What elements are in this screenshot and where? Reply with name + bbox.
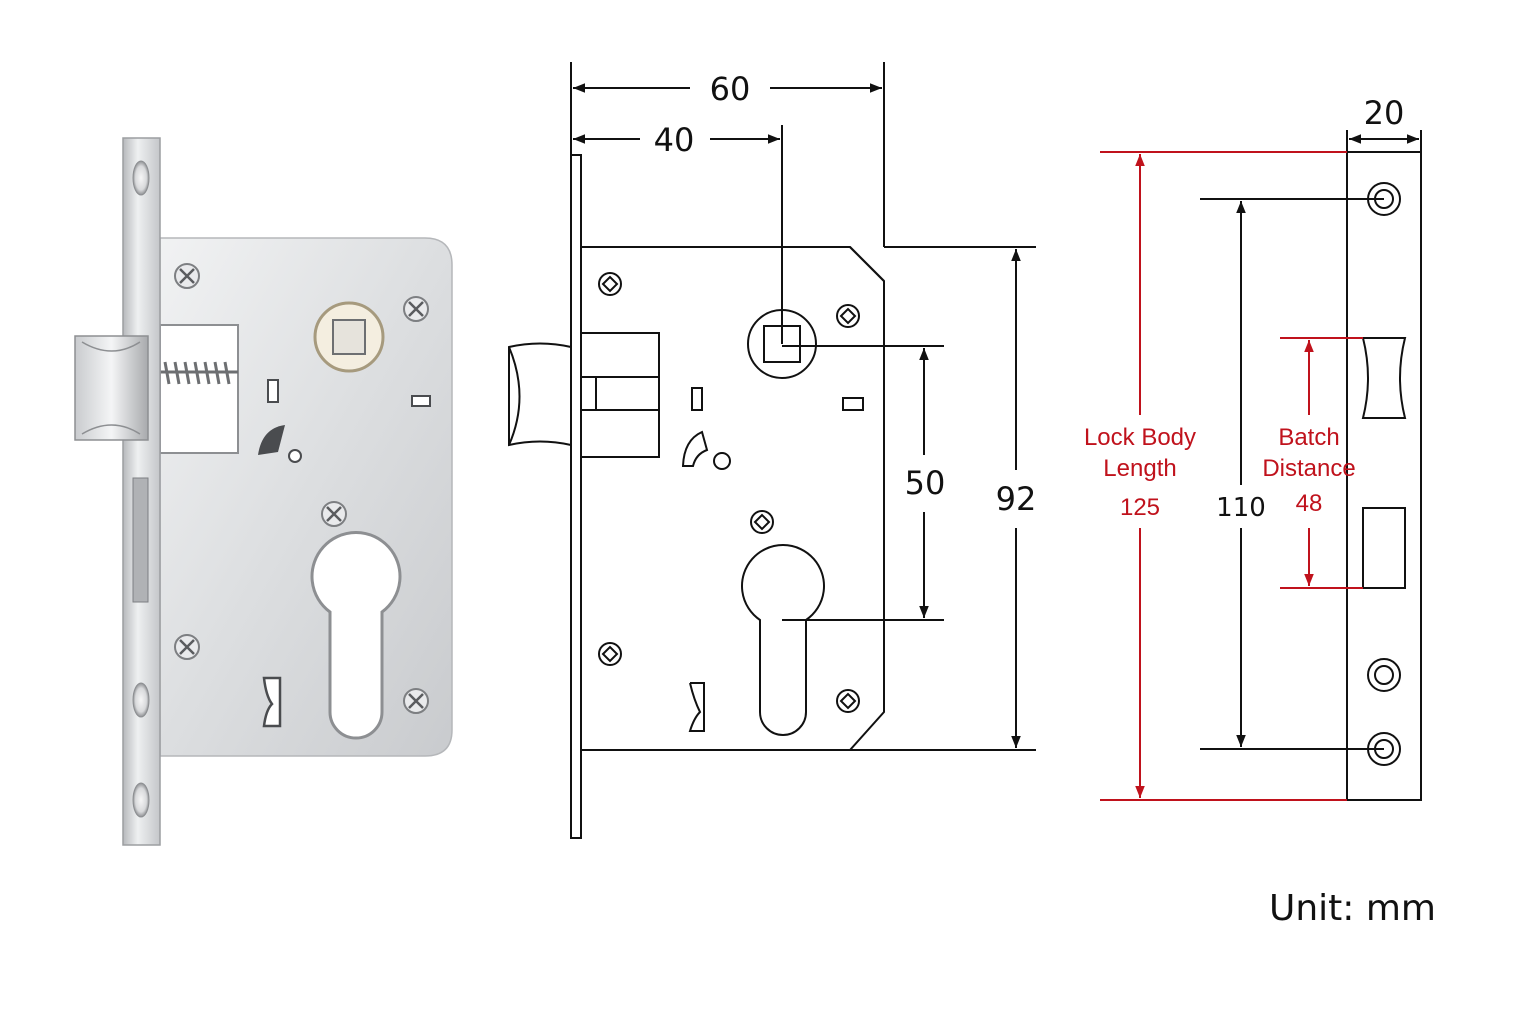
lock-body-length-label-line1: Lock Body [1084, 424, 1196, 451]
screw-hole-icon [836, 304, 860, 328]
unit-label: Unit: mm [1269, 888, 1436, 929]
faceplate [122, 137, 161, 846]
latch-window [159, 324, 239, 454]
screw-icon [321, 501, 347, 527]
side-view-drawing [1200, 130, 1422, 801]
lock-body-length-value: 125 [1120, 494, 1160, 521]
front-view-drawing [508, 154, 885, 839]
dim-92-label: 92 [996, 480, 1037, 518]
screw-hole-icon [598, 642, 622, 666]
faceplate-hole-icon [1367, 658, 1401, 692]
batch-distance-label-line1: Batch [1278, 424, 1339, 451]
deadbolt-slot [132, 477, 149, 603]
screw-icon [403, 688, 429, 714]
latch-bolt [74, 335, 149, 441]
screw-hole-icon [598, 272, 622, 296]
lock-illustration [74, 137, 453, 846]
screw-hole-icon [750, 510, 774, 534]
faceplate-hole-icon [132, 782, 150, 818]
highlight-dimensions [1100, 151, 1363, 801]
lock-body-length-label-line2: Length [1103, 455, 1176, 482]
spring [160, 361, 238, 385]
screw-icon [403, 296, 429, 322]
screw-icon [174, 263, 200, 289]
batch-distance-label-line2: Distance [1262, 455, 1355, 482]
faceplate-hole-icon [132, 682, 150, 718]
faceplate-hole-icon [132, 160, 150, 196]
dim-50-label: 50 [905, 464, 946, 502]
dim-60-label: 60 [710, 70, 751, 108]
dim-110-label: 110 [1216, 493, 1266, 523]
screw-icon [174, 634, 200, 660]
cylinder-cutout [310, 531, 402, 740]
batch-distance-value: 48 [1296, 490, 1323, 517]
dim-40-label: 40 [654, 121, 695, 159]
dim-20-label: 20 [1364, 94, 1405, 132]
screw-hole-icon [836, 689, 860, 713]
front-dimensions [570, 62, 1036, 751]
